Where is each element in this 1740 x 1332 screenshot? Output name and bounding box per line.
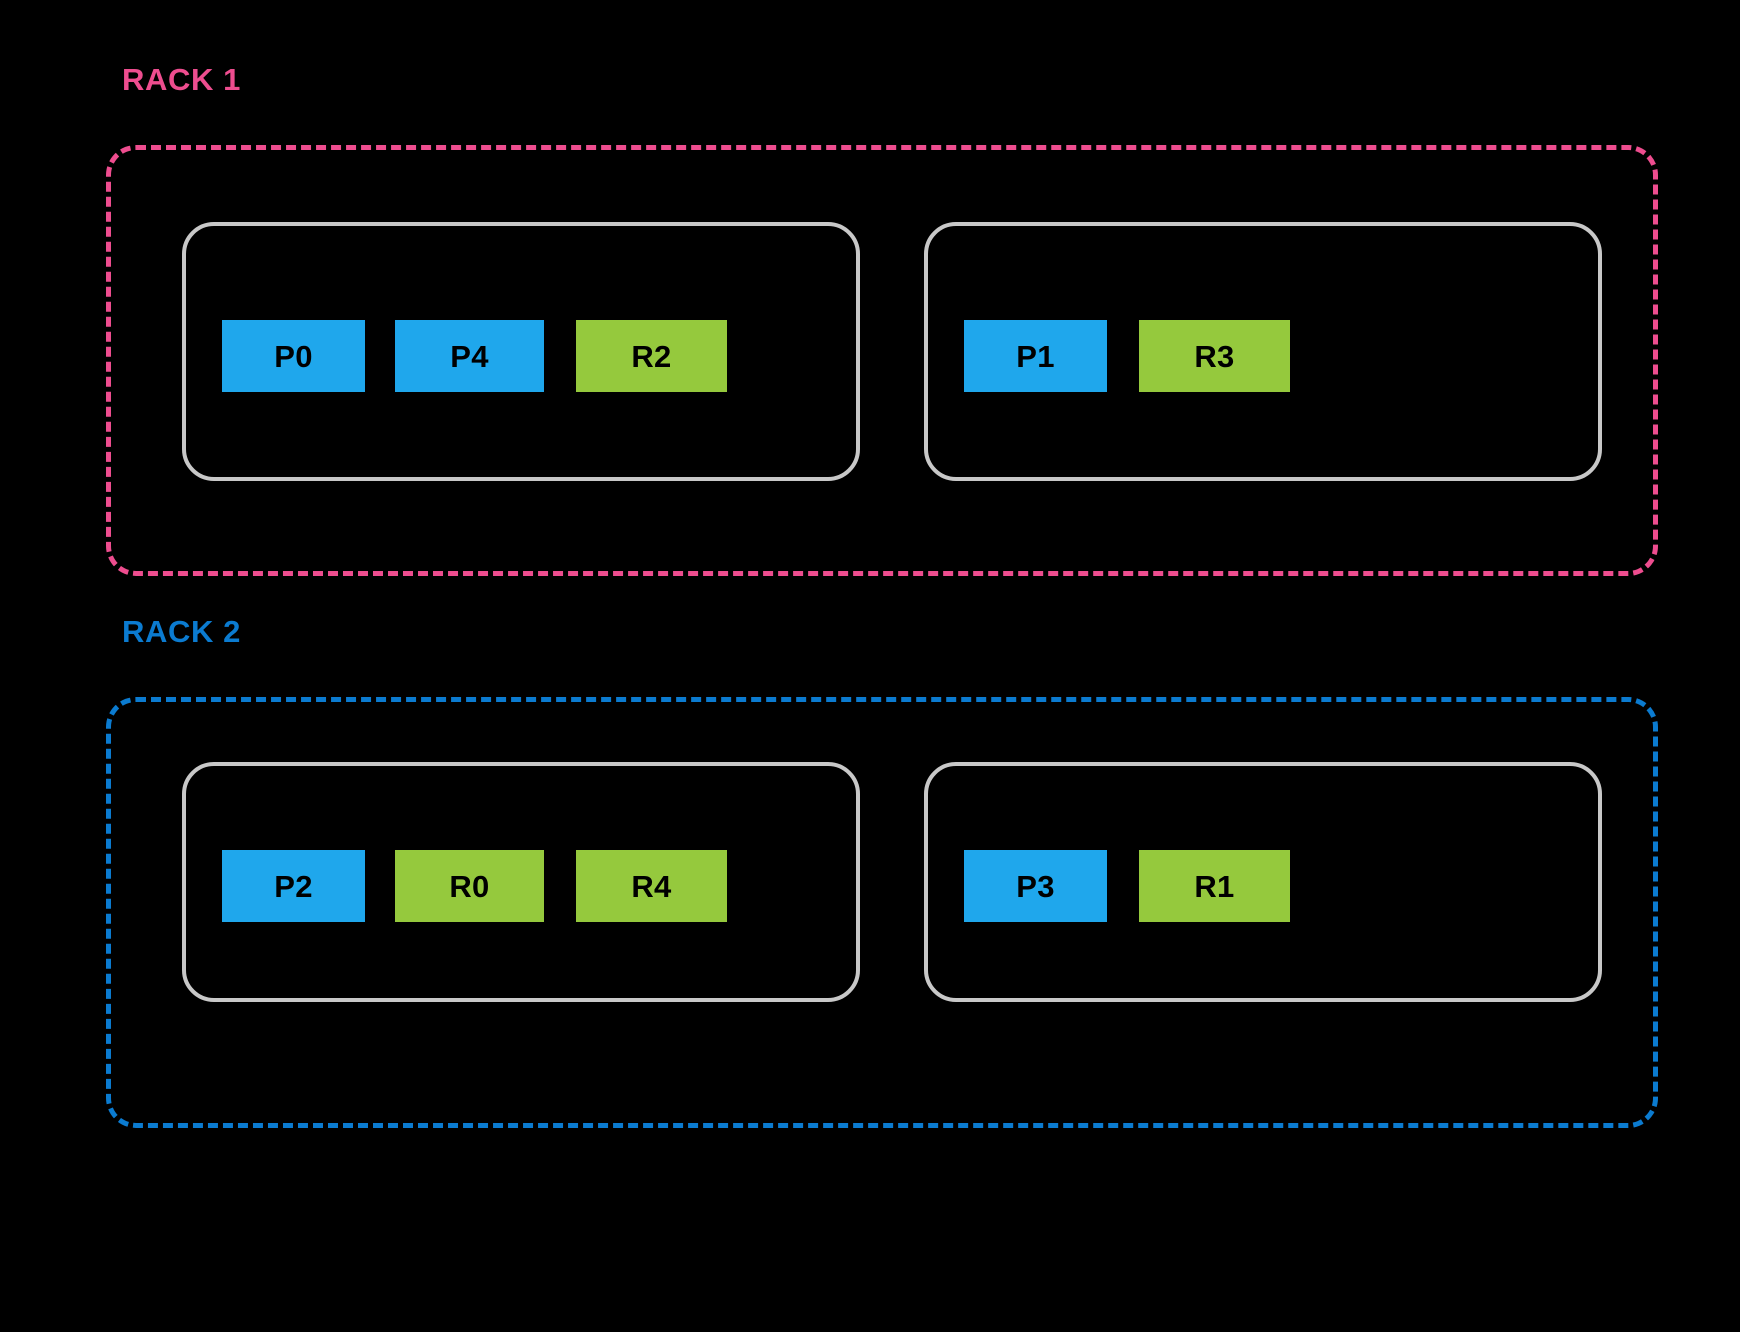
rack1-node-2-box[interactable]: P1 R3 [924,222,1602,481]
block-r1[interactable]: R1 [1139,850,1290,922]
block-p2[interactable]: P2 [222,850,365,922]
rack2-node-2-blocks: P3 R1 [928,850,1598,922]
block-r3[interactable]: R3 [1139,320,1290,392]
block-p1[interactable]: P1 [964,320,1107,392]
rack-group-1: RACK 1 P0 P4 R2 P1 R3 [0,0,1740,600]
rack2-node-2-box[interactable]: P3 R1 [924,762,1602,1002]
block-p0[interactable]: P0 [222,320,365,392]
block-p4[interactable]: P4 [395,320,544,392]
block-r2[interactable]: R2 [576,320,727,392]
block-r4[interactable]: R4 [576,850,727,922]
block-r0[interactable]: R0 [395,850,544,922]
rack-group-2: RACK 2 P2 R0 R4 P3 R1 [0,552,1740,1152]
rack2-node-1-box[interactable]: P2 R0 R4 [182,762,860,1002]
block-p3[interactable]: P3 [964,850,1107,922]
rack1-node-1-blocks: P0 P4 R2 [186,320,856,392]
rack-2-label: RACK 2 [122,614,242,649]
rack-1-label: RACK 1 [122,62,242,97]
rack-2-boundary [106,697,1658,1128]
rack-1-boundary [106,145,1658,576]
rack1-node-2-blocks: P1 R3 [928,320,1598,392]
rack1-node-1-box[interactable]: P0 P4 R2 [182,222,860,481]
rack2-node-1-blocks: P2 R0 R4 [186,850,856,922]
